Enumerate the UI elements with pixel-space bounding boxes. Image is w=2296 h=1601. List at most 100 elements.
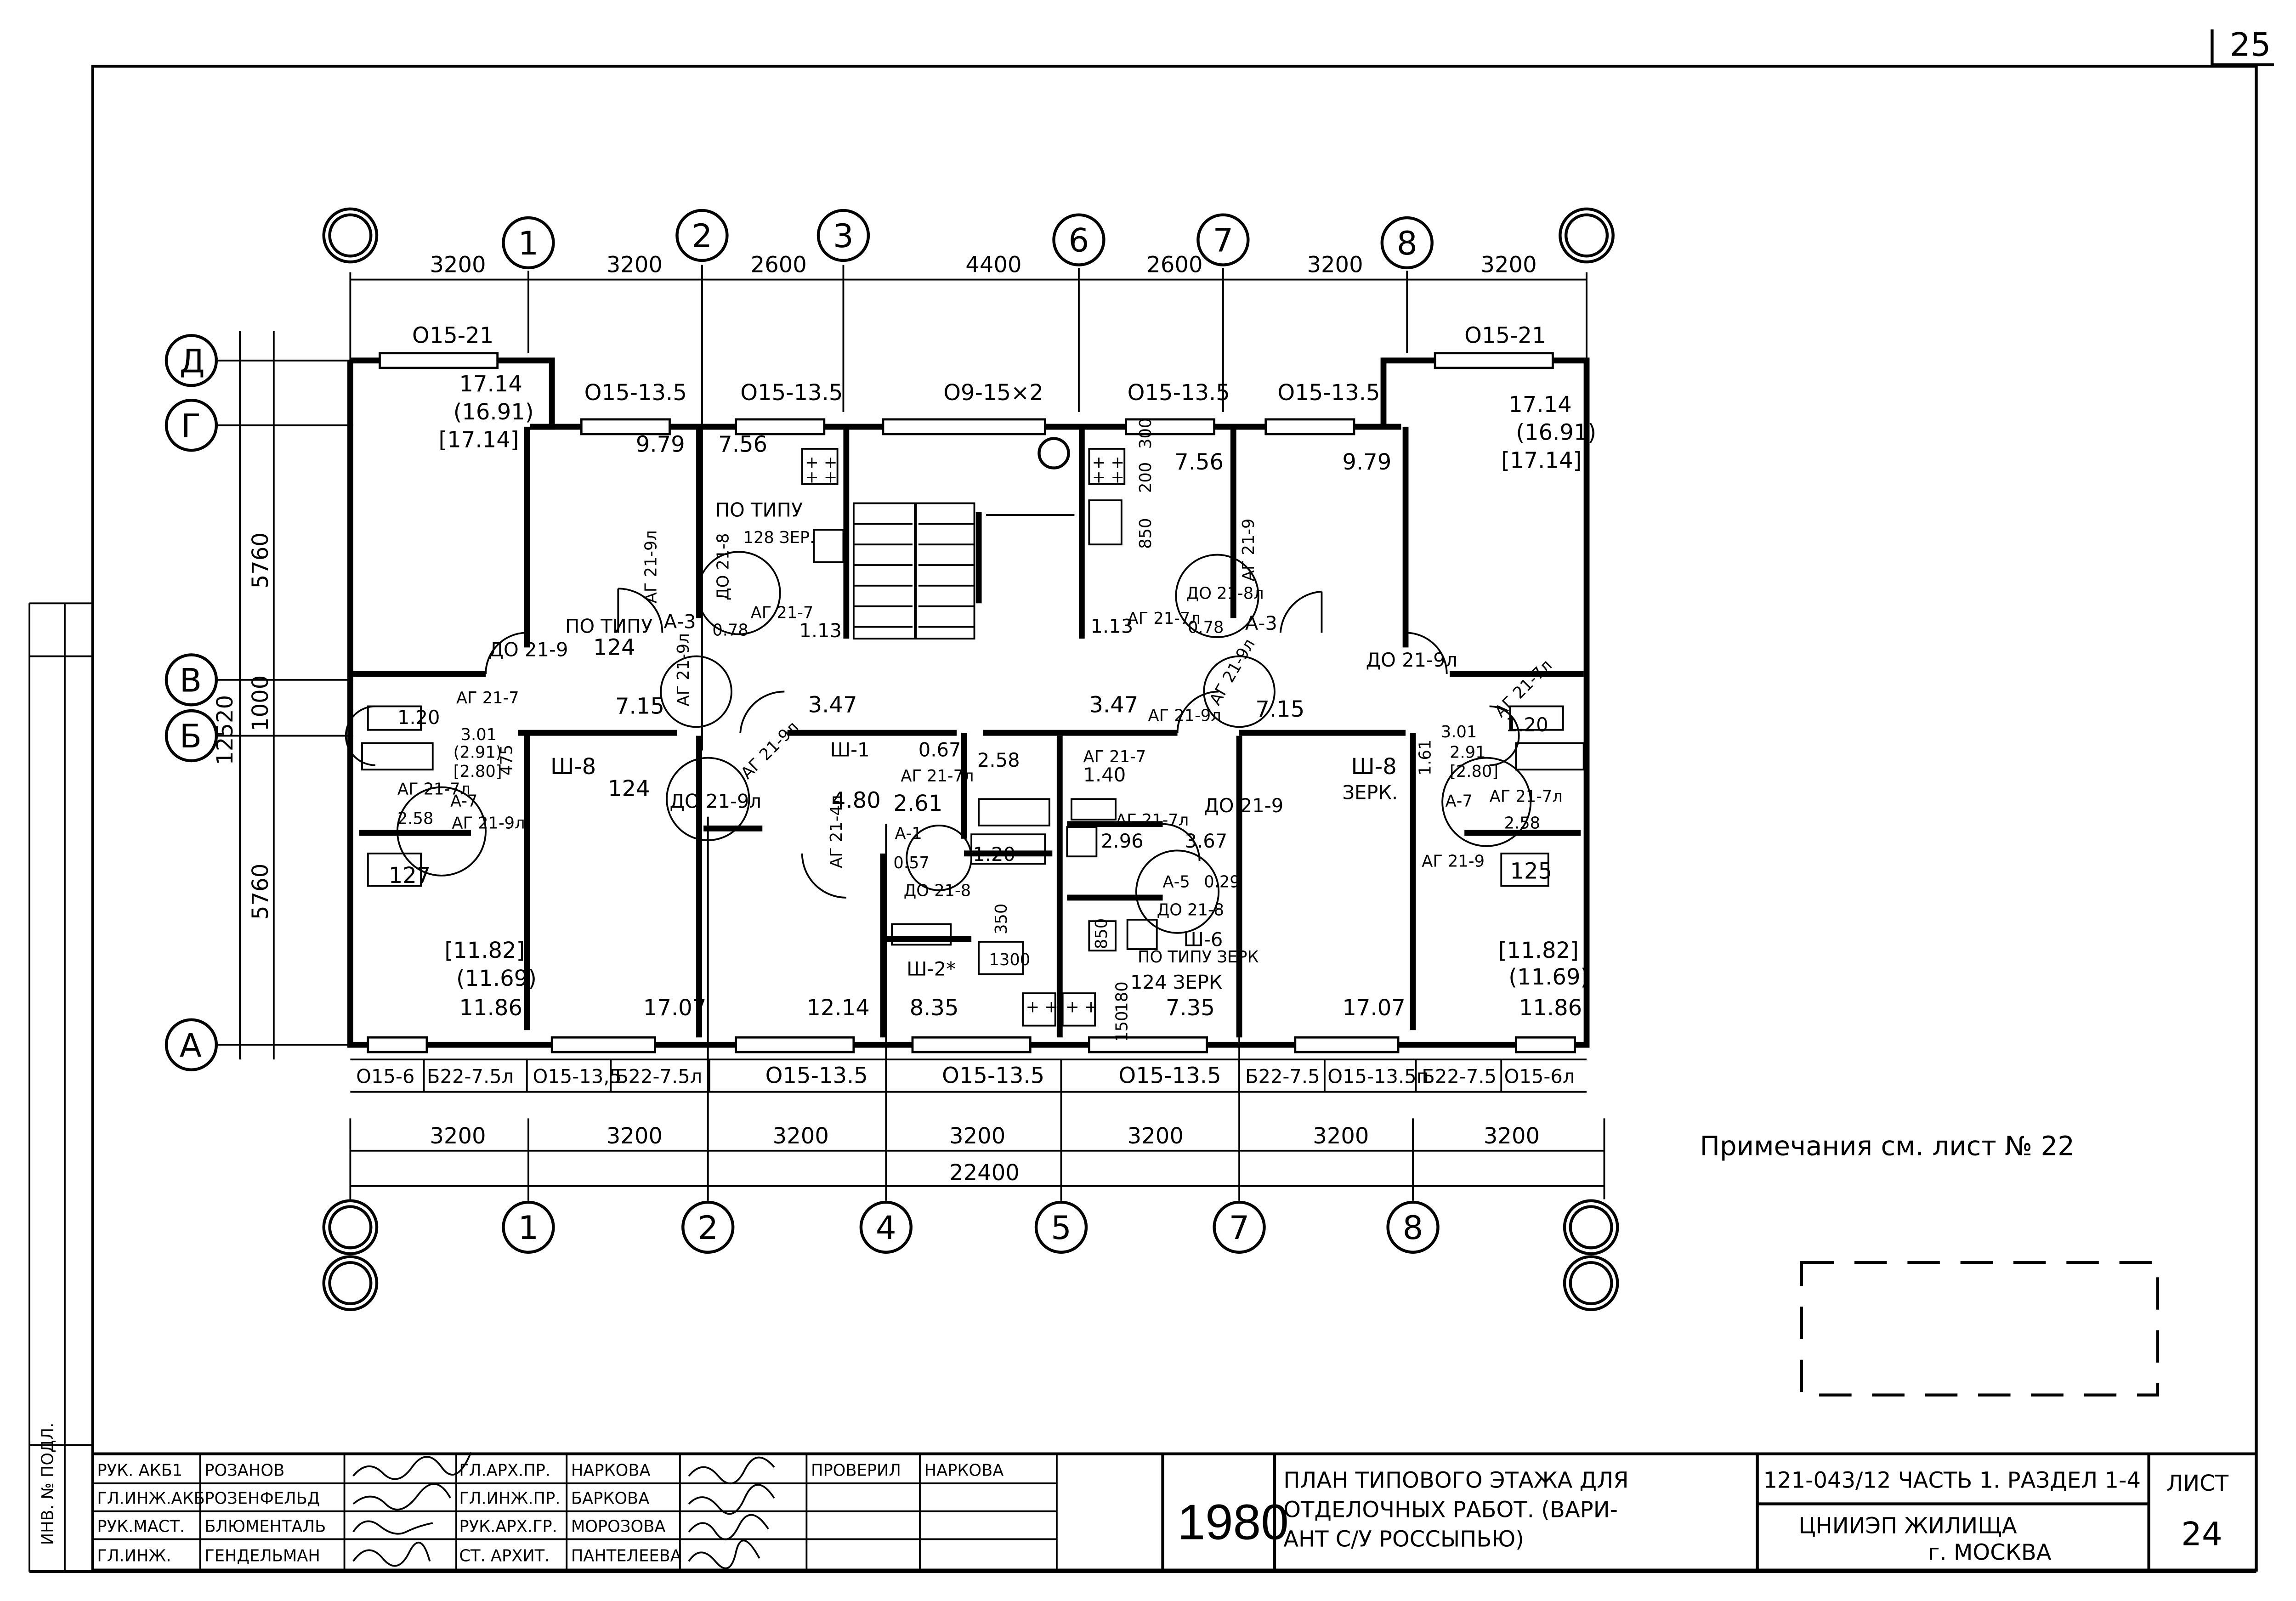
- room-nw-line2: (16.91): [454, 399, 534, 425]
- door-do218-left: ДО 21-8: [714, 533, 733, 600]
- dim-bottom-2: 3200: [607, 1123, 663, 1149]
- win-top-2: О15-13.5: [584, 380, 687, 406]
- stair-treads: [853, 503, 975, 639]
- axis-bottom-7: 7: [1229, 1209, 1250, 1247]
- stamp-box: [1800, 1261, 2160, 1397]
- door-ag217-sw: АГ 21-7: [751, 603, 814, 622]
- door-ag219-se: АГ 21-9: [1422, 852, 1485, 871]
- svg-text:+ +: + +: [1092, 453, 1124, 472]
- door-ag219-left: АГ 21-9л: [642, 530, 661, 603]
- mark-a7-left: А-7: [450, 792, 477, 810]
- area-120-left: 1.20: [397, 706, 440, 729]
- callout-circles: [396, 551, 1532, 934]
- area-756-left: 7.56: [718, 431, 767, 457]
- po-tipu-zerk: ПО ТИПУ ЗЕРК: [1138, 948, 1259, 967]
- staff-name-3: БЛЮМЕНТАЛЬ: [204, 1517, 326, 1536]
- area-979-right: 9.79: [1342, 449, 1391, 475]
- win-bottom-1: О15-6: [356, 1065, 414, 1088]
- area-029: 0.29: [1204, 872, 1240, 891]
- dim-bottom-1: 3200: [430, 1123, 486, 1149]
- dim-top-6: 3200: [1307, 252, 1363, 278]
- dim-350: 350: [992, 904, 1011, 934]
- axis-bubbles-bottom: 1 2 4 5 7 8: [322, 1199, 1619, 1311]
- door-ag217l-center2: АГ 21-7л: [1116, 811, 1189, 830]
- mark-zerk-right: ЗЕРК.: [1342, 781, 1398, 803]
- staff-role-2: ГЛ.ИНЖ.АКБ: [97, 1489, 204, 1508]
- year: 1980: [1178, 1494, 1289, 1550]
- room-ne-line3: [17.14]: [1501, 448, 1582, 474]
- area-347-left: 3.47: [808, 692, 857, 718]
- staff2-name-3: МОРОЗОВА: [571, 1517, 666, 1536]
- win-bottom-5: О15-13.5: [765, 1063, 868, 1089]
- staff2-name-4: ПАНТЕЛЕЕВА: [571, 1547, 681, 1566]
- door-ag219l-center2: АГ 21-9л: [1148, 707, 1221, 725]
- area-735: 7.35: [1166, 995, 1215, 1021]
- door-ag217-right: АГ 21-7л: [1491, 656, 1556, 721]
- side-stamp-strip: ИНВ. № ПОДЛ.: [28, 602, 93, 1572]
- area-367: 3.67: [1185, 830, 1228, 852]
- axis-top-3: 3: [833, 217, 854, 255]
- svg-text:+ +: + +: [805, 453, 837, 472]
- win-top-7: О15-21: [1464, 322, 1546, 348]
- po-tipu-left: ПО ТИПУ: [565, 615, 653, 637]
- room-sw-line3: 11.86: [459, 995, 522, 1021]
- checked-role: ПРОВЕРИЛ: [811, 1461, 901, 1480]
- axis-bubbles-top: 1 2 3 6 7 8: [322, 207, 1615, 270]
- dimension-texts: 3200 3200 2600 4400 2600 3200 3200 3200 …: [212, 252, 1540, 1186]
- door-do219-center: ДО 21-9: [1204, 794, 1283, 817]
- door-swings: [345, 588, 1520, 899]
- door-do218-right: ДО 21-8л: [1186, 584, 1264, 603]
- dim-bottom-4: 3200: [949, 1123, 1005, 1149]
- door-ag214l: АГ 21-4л: [827, 795, 846, 868]
- door-do219a-center: ДО 21-9л: [669, 790, 761, 813]
- axis-bottom-2: 2: [697, 1209, 718, 1247]
- code-128: 128 ЗЕР.: [743, 528, 815, 547]
- door-do218-center2: ДО 21-8: [1157, 900, 1224, 919]
- staff-name-1: РОЗАНОВ: [204, 1461, 284, 1480]
- win-bottom-10: Б22-7.5: [1422, 1065, 1497, 1088]
- door-do218-center: ДО 21-8: [904, 882, 971, 900]
- side-stamp-label: ИНВ. № ПОДЛ.: [38, 1423, 57, 1545]
- title-line-1: ПЛАН ТИПОВОГО ЭТАЖА ДЛЯ: [1283, 1467, 1628, 1493]
- svg-text:+ +: + +: [1092, 468, 1124, 487]
- title-line-3: АНТ С/У РОССЫПЬЮ): [1283, 1526, 1524, 1552]
- axis-bottom-4: 4: [876, 1209, 896, 1247]
- dim-left-1: 5760: [248, 532, 273, 588]
- dim-top-1: 3200: [430, 252, 486, 278]
- mark-sh1: Ш-1: [830, 738, 870, 761]
- dim-left-2: 1000: [248, 675, 273, 731]
- mark-a1: А-1: [895, 824, 922, 843]
- door-ag2191-left: АГ 21-9л: [674, 633, 693, 706]
- door-ag217-center: АГ 21-7: [1083, 747, 1146, 766]
- axis-left-A: А: [180, 1027, 202, 1064]
- area-057: 0.57: [893, 854, 929, 872]
- dim-bottom-total: 22400: [949, 1160, 1020, 1186]
- staff2-name-2: БАРКОВА: [571, 1489, 649, 1508]
- staff-name-4: ГЕНДЕЛЬМАН: [204, 1547, 320, 1566]
- area-835: 8.35: [910, 995, 959, 1021]
- mark-sh2: Ш-2*: [907, 958, 956, 980]
- room-sw-line2: (11.69): [456, 966, 537, 991]
- axis-top-7: 7: [1213, 222, 1233, 260]
- door-ag219l-sw: АГ 21-9л: [452, 814, 525, 832]
- axis-top-6: 6: [1069, 222, 1089, 260]
- area-1707-right: 17.07: [1342, 995, 1406, 1021]
- area-1214: 12.14: [806, 995, 870, 1021]
- staff-name-2: РОЗЕНФЕЛЬД: [204, 1489, 320, 1508]
- staff2-role-1: ГЛ.АРХ.ПР.: [459, 1461, 550, 1480]
- area-480: 4.80: [832, 788, 881, 814]
- sheet-label: ЛИСТ: [2166, 1471, 2229, 1496]
- axis-left-V: В: [180, 662, 202, 699]
- mark-a7-right: А-7: [1446, 792, 1473, 810]
- area-301-left: 3.01: [461, 725, 497, 744]
- building-walls: [347, 357, 1590, 1048]
- checked-name: НАРКОВА: [924, 1461, 1004, 1480]
- mark-a5: А-5: [1163, 872, 1190, 891]
- mark-sh8-right: Ш-8: [1351, 754, 1397, 780]
- dim-850-a: 850: [1136, 518, 1155, 549]
- staff2-role-3: РУК.АРХ.ГР.: [459, 1517, 557, 1536]
- facade-windows: [367, 352, 1576, 1053]
- door-ag217-se: АГ 21-7л: [1128, 609, 1201, 628]
- area-715-left: 7.15: [615, 694, 664, 719]
